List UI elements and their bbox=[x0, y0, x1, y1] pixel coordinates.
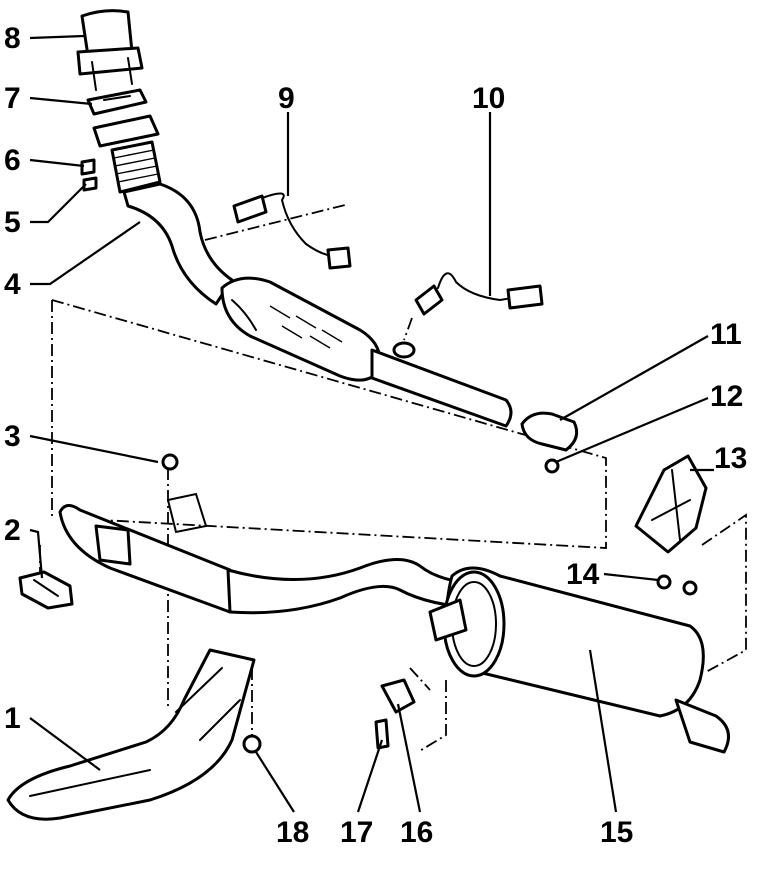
callout-17: 17 bbox=[340, 816, 373, 849]
front-exhaust-pipe bbox=[76, 9, 234, 306]
callout-7: 7 bbox=[4, 82, 21, 115]
callout-9: 9 bbox=[278, 82, 295, 115]
rear-silencer bbox=[428, 566, 730, 754]
callout-labels: 8 7 6 5 4 3 2 1 9 10 11 12 13 14 15 16 1… bbox=[4, 22, 747, 849]
leader-lines bbox=[29, 34, 714, 813]
fasteners bbox=[80, 158, 416, 754]
callout-6: 6 bbox=[4, 144, 21, 177]
callout-8: 8 bbox=[4, 22, 21, 55]
pipe-clamp bbox=[520, 411, 579, 474]
hanger-bracket bbox=[634, 454, 708, 596]
oxygen-sensor-front bbox=[232, 192, 352, 270]
callout-12: 12 bbox=[710, 380, 743, 413]
catalytic-converter bbox=[220, 276, 513, 428]
callout-13: 13 bbox=[714, 442, 747, 475]
callout-1: 1 bbox=[4, 702, 21, 735]
callout-14: 14 bbox=[566, 558, 600, 591]
callout-5: 5 bbox=[4, 206, 21, 239]
callout-15: 15 bbox=[600, 816, 633, 849]
callout-3: 3 bbox=[4, 420, 21, 453]
callout-16: 16 bbox=[400, 816, 433, 849]
oxygen-sensor-rear bbox=[414, 272, 544, 316]
middle-silencer-pipe bbox=[58, 492, 482, 615]
callout-11: 11 bbox=[710, 318, 742, 351]
mounting-bracket bbox=[18, 570, 74, 610]
callout-2: 2 bbox=[4, 514, 21, 547]
heat-shield bbox=[6, 648, 256, 821]
callout-10: 10 bbox=[472, 82, 505, 115]
callout-4: 4 bbox=[4, 268, 21, 301]
callout-18: 18 bbox=[276, 816, 309, 849]
